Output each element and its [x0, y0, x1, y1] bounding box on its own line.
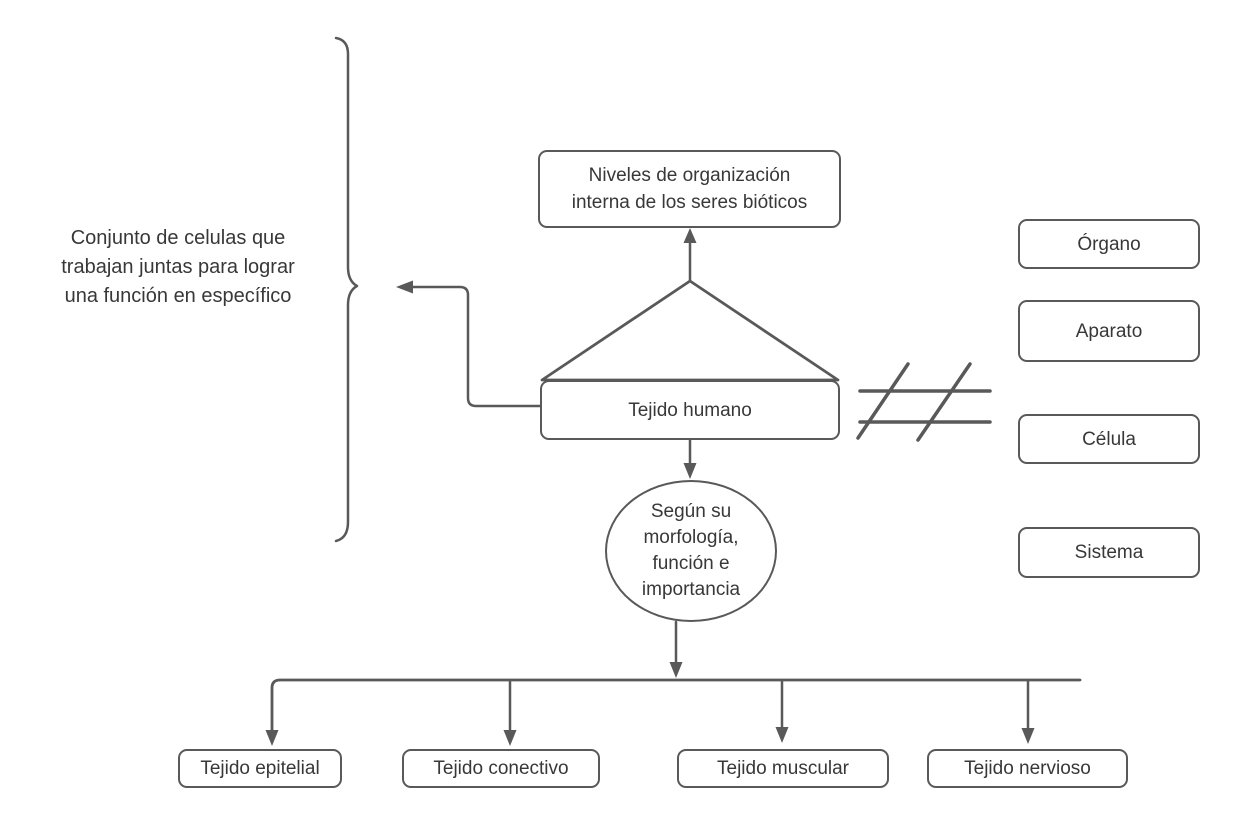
arrowhead-down-icon [775, 727, 789, 743]
arrowhead-down-icon [1021, 728, 1035, 744]
annotation-line: Conjunto de celulas [70, 227, 247, 249]
arrowhead-left-icon [396, 280, 413, 294]
arrowhead-down-icon [683, 463, 697, 479]
annotation-line: que trabajan juntas [61, 227, 286, 278]
tissue-box-label: Tejido epitelial [200, 758, 320, 779]
criteria-ellipse: Según su morfología, función e importanc… [605, 480, 777, 622]
title-line: interna de los seres bióticos [571, 192, 808, 213]
title-box: Niveles de organización interna de los s… [538, 150, 841, 228]
side-box-celula: Célula [1018, 414, 1200, 464]
tissue-box-epitelial: Tejido epitelial [178, 749, 342, 788]
tissue-box-conectivo: Tejido conectivo [402, 749, 600, 788]
side-box-label: Órgano [1077, 233, 1141, 255]
connector-humano-to-annotation [411, 285, 542, 408]
triangle-shape [540, 279, 840, 382]
side-box-aparato: Aparato [1018, 300, 1200, 362]
central-box-tejido-humano: Tejido humano [540, 380, 840, 440]
ellipse-line: morfología, [643, 527, 739, 548]
annotation-line: para lograr una función [64, 256, 295, 307]
tissue-box-label: Tejido muscular [717, 758, 849, 779]
curly-brace-icon [334, 36, 359, 543]
ellipse-line: Según su [650, 501, 732, 522]
double-not-equal-hash-icon [856, 362, 992, 442]
branch-line [270, 678, 1082, 732]
ellipse-line: importancia [641, 579, 741, 600]
annotation-line: en específico [173, 285, 292, 307]
arrowhead-down-icon [503, 730, 517, 746]
arrowhead-down-icon [265, 730, 279, 746]
arrowhead-down-icon [669, 662, 683, 678]
side-box-label: Célula [1082, 428, 1136, 450]
title-line: Niveles de organización [588, 165, 791, 186]
side-box-organo: Órgano [1018, 219, 1200, 269]
annotation-text: Conjunto de celulas que trabajan juntas … [43, 224, 313, 311]
tissue-box-label: Tejido nervioso [964, 758, 1091, 779]
tissue-box-muscular: Tejido muscular [677, 749, 889, 788]
side-box-label: Aparato [1075, 320, 1143, 342]
tissue-box-nervioso: Tejido nervioso [927, 749, 1128, 788]
side-box-label: Sistema [1074, 542, 1144, 563]
arrowhead-up-icon [683, 228, 697, 243]
tissue-box-label: Tejido conectivo [433, 758, 569, 779]
side-box-sistema: Sistema [1018, 527, 1200, 578]
ellipse-line: función e [652, 553, 730, 574]
central-box-label: Tejido humano [628, 399, 752, 421]
